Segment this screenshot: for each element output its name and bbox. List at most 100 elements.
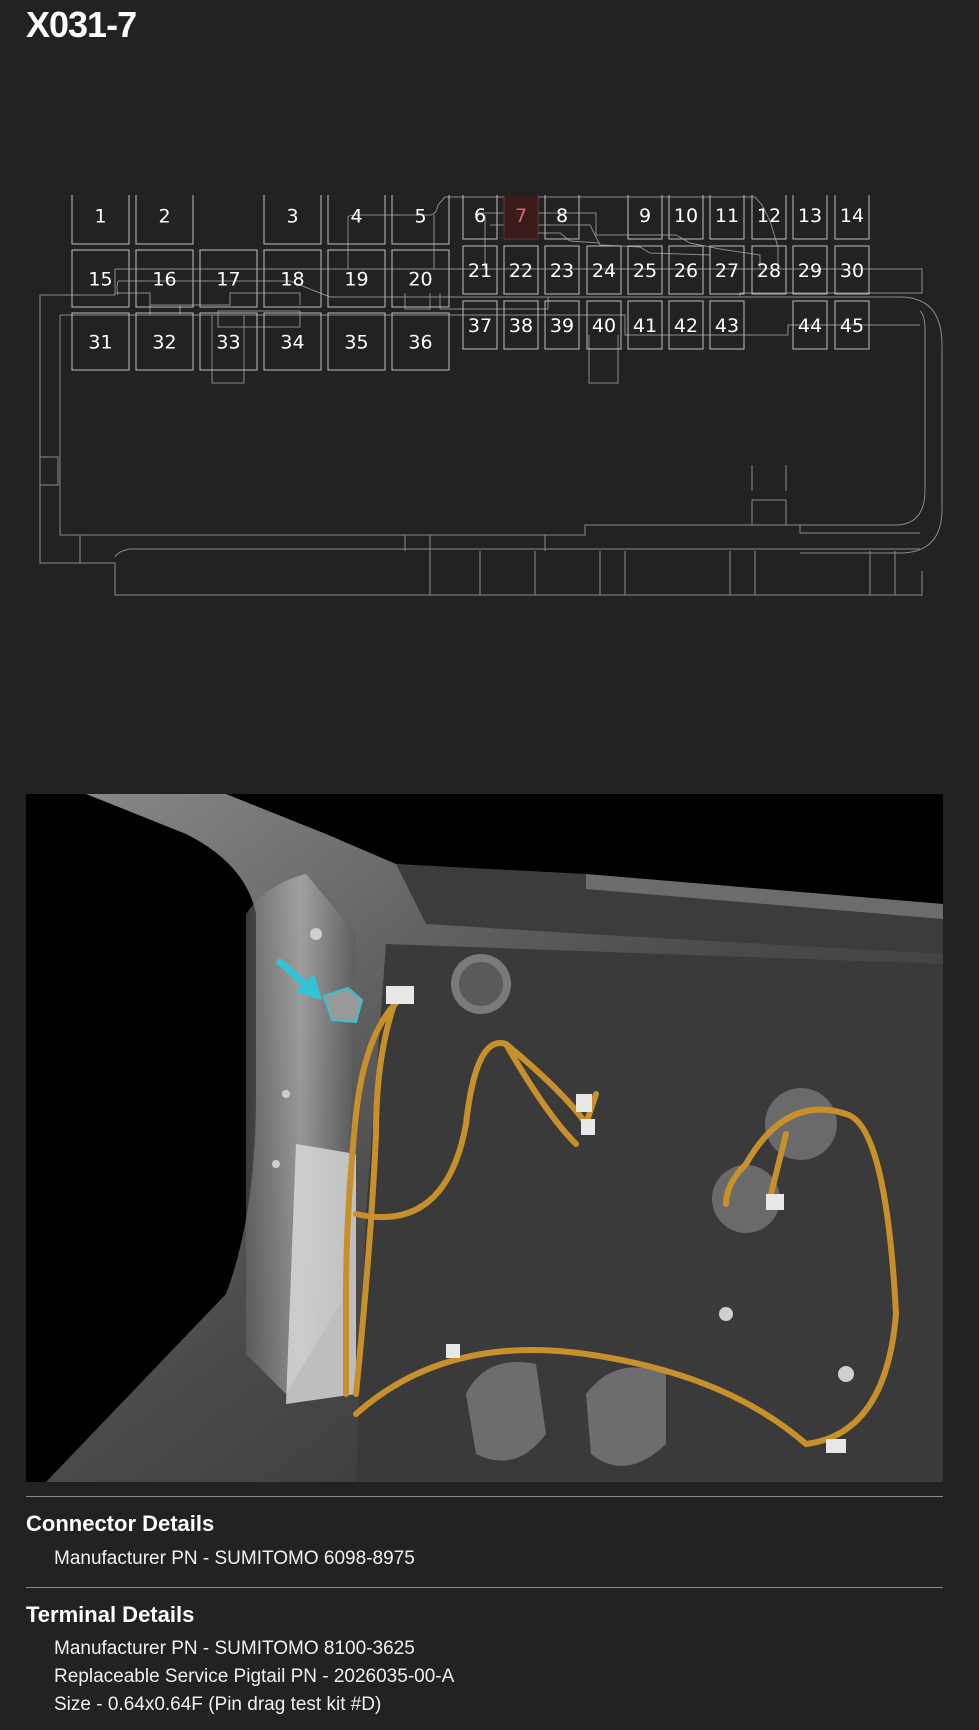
pin-number-label: 26 xyxy=(674,260,698,282)
pin-cavity xyxy=(327,312,386,371)
divider xyxy=(26,1496,943,1497)
pin-number-label: 7 xyxy=(515,205,527,227)
pin-cavity xyxy=(668,195,704,240)
pin-number-label: 23 xyxy=(550,260,574,282)
pin-cavity xyxy=(135,195,194,245)
pin-number-label: 18 xyxy=(280,269,304,291)
pin-cavity xyxy=(834,245,870,295)
pin-cavity xyxy=(586,300,622,350)
pin-cavity xyxy=(263,195,322,245)
pin-cavity xyxy=(462,195,498,240)
pin-cavity xyxy=(503,300,539,350)
connector-housing-outline xyxy=(39,196,943,596)
pin-cavity xyxy=(327,249,386,308)
pin-cavity-highlighted xyxy=(503,195,539,240)
pin-cavity xyxy=(135,312,194,371)
pin-cavity xyxy=(135,249,194,308)
connector-location-marker xyxy=(322,986,364,1024)
vehicle-body-illustration xyxy=(26,794,943,1482)
pin-number-label: 29 xyxy=(798,260,822,282)
pin-cavity xyxy=(751,195,787,240)
pin-cavity xyxy=(586,245,622,295)
pin-number-label: 1 xyxy=(94,206,106,228)
pin-cavity xyxy=(792,300,828,350)
pin-cavity xyxy=(709,195,745,240)
pin-cavity xyxy=(834,195,870,240)
pin-number-label: 17 xyxy=(216,269,240,291)
pin-number-label: 36 xyxy=(408,332,432,354)
pin-cavity xyxy=(544,195,580,240)
pin-cavity xyxy=(71,195,130,245)
pin-cavity xyxy=(263,312,322,371)
pin-number-label: 11 xyxy=(715,205,739,227)
pin-number-label: 40 xyxy=(592,315,616,337)
pin-cavity xyxy=(391,312,450,371)
pin-number-label: 10 xyxy=(674,205,698,227)
pin-cavity xyxy=(71,249,130,308)
locator-arrow-icon xyxy=(276,958,322,1000)
pin-number-label: 5 xyxy=(414,206,426,228)
pin-number-label: 19 xyxy=(344,269,368,291)
connector-title: X031-7 xyxy=(26,4,137,45)
pin-cavity xyxy=(544,300,580,350)
pin-cavity xyxy=(792,195,828,240)
terminal-pigtail-pn: Replaceable Service Pigtail PN - 2026035… xyxy=(54,1666,455,1687)
pin-number-label: 25 xyxy=(633,260,657,282)
pin-number-label: 28 xyxy=(757,260,781,282)
pin-cavity xyxy=(391,249,450,308)
pin-cavity xyxy=(503,245,539,295)
terminal-manufacturer-pn: Manufacturer PN - SUMITOMO 8100-3625 xyxy=(54,1638,415,1659)
pin-cavity xyxy=(199,312,258,371)
pin-cavity xyxy=(544,245,580,295)
pin-cavity xyxy=(327,195,386,245)
pin-number-label: 4 xyxy=(350,206,362,228)
pin-number-label: 9 xyxy=(639,205,651,227)
pin-number-label: 3 xyxy=(286,206,298,228)
pin-number-label: 14 xyxy=(840,205,864,227)
vehicle-location-image xyxy=(26,794,943,1482)
divider xyxy=(26,1587,943,1588)
pin-number-label: 44 xyxy=(798,315,822,337)
pin-number-label: 20 xyxy=(408,269,432,291)
pin-cavity xyxy=(792,245,828,295)
pin-cavity xyxy=(71,312,130,371)
pin-number-label: 45 xyxy=(840,315,864,337)
pin-number-label: 6 xyxy=(474,205,486,227)
pin-number-label: 13 xyxy=(798,205,822,227)
pin-number-label: 39 xyxy=(550,315,574,337)
pin-cavity xyxy=(834,300,870,350)
pin-cavity xyxy=(668,300,704,350)
pin-cavity xyxy=(462,245,498,295)
terminal-size: Size - 0.64x0.64F (Pin drag test kit #D) xyxy=(54,1694,382,1715)
pin-number-label: 15 xyxy=(88,269,112,291)
pin-number-label: 41 xyxy=(633,315,657,337)
pin-cavity xyxy=(751,245,787,295)
pin-number-label: 21 xyxy=(468,260,492,282)
pin-number-label: 33 xyxy=(216,332,240,354)
pin-number-label: 37 xyxy=(468,315,492,337)
pin-number-label: 42 xyxy=(674,315,698,337)
pin-cavity xyxy=(627,195,663,240)
pin-number-label: 2 xyxy=(158,206,170,228)
pin-number-label: 35 xyxy=(344,332,368,354)
pin-cavity xyxy=(462,300,498,350)
pin-number-label: 24 xyxy=(592,260,616,282)
pin-number-label: 12 xyxy=(757,205,781,227)
connector-manufacturer-pn: Manufacturer PN - SUMITOMO 6098-8975 xyxy=(54,1548,415,1569)
pin-number-label: 16 xyxy=(152,269,176,291)
pin-number-label: 22 xyxy=(509,260,533,282)
pin-cavity xyxy=(709,245,745,295)
pin-number-label: 8 xyxy=(556,205,568,227)
pin-cavity xyxy=(391,195,450,245)
pin-cavity xyxy=(668,245,704,295)
terminal-details-heading: Terminal Details xyxy=(26,1602,195,1627)
connector-details-heading: Connector Details xyxy=(26,1511,215,1536)
pin-number-label: 34 xyxy=(280,332,304,354)
pin-number-label: 43 xyxy=(715,315,739,337)
pin-cavity xyxy=(709,300,745,350)
pin-number-label: 27 xyxy=(715,260,739,282)
pin-number-label: 30 xyxy=(840,260,864,282)
pin-number-label: 31 xyxy=(88,332,112,354)
